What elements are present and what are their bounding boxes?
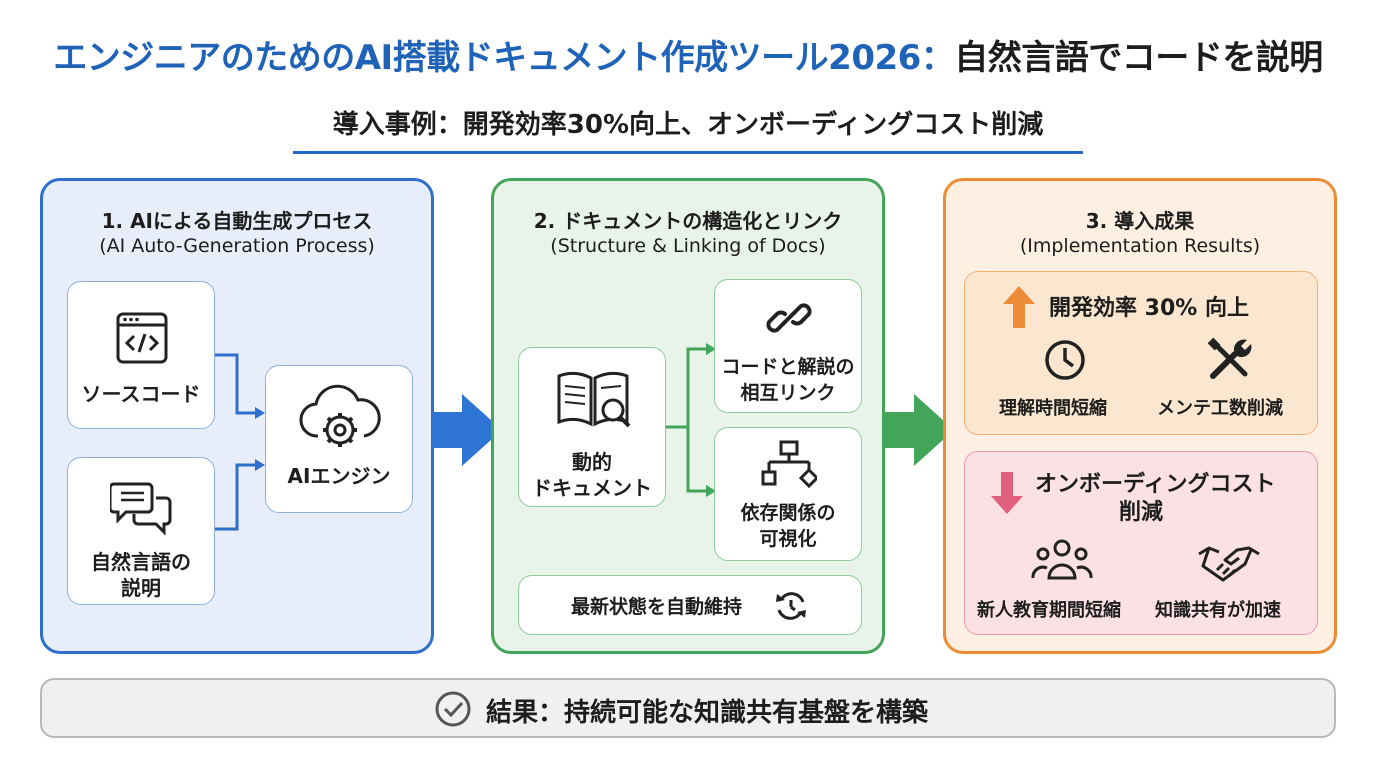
handshake-icon xyxy=(1198,546,1260,582)
title-part-main: エンジニアのためのAI搭載ドキュメント作成ツール2026： xyxy=(53,38,955,78)
cross-link-card: コードと解説の 相互リンク xyxy=(714,279,862,413)
check-circle-icon xyxy=(435,691,471,727)
result-text: 結果：持続可能な知識共有基盤を構築 xyxy=(486,698,929,728)
nl-label-line1: 自然言語の xyxy=(91,550,191,574)
dependency-line2: 可視化 xyxy=(759,528,817,550)
tools-icon xyxy=(1207,337,1252,379)
dependency-line1: 依存関係の xyxy=(740,502,836,524)
connector-lines-2 xyxy=(666,343,716,497)
flowchart-icon xyxy=(761,440,817,489)
onboarding-line2: 削減 xyxy=(1118,500,1163,525)
panel2-heading-en: (Structure & Linking of Docs) xyxy=(550,235,826,257)
panel3-heading-en: (Implementation Results) xyxy=(1019,235,1261,257)
chat-bubbles-icon xyxy=(110,482,172,536)
dynamic-document-card: 動的 ドキュメント xyxy=(518,347,666,507)
efficiency-card: 開発効率 30% 向上 理解時間短縮 メンテ工数削減 xyxy=(964,271,1318,435)
sharing-label: 知識共有が加速 xyxy=(1155,600,1281,621)
down-arrow-icon xyxy=(991,472,1023,514)
panel1-heading: 1. AIによる自動生成プロセス xyxy=(101,209,373,233)
sync-icon xyxy=(776,592,806,620)
dynamic-label-line2: ドキュメント xyxy=(532,476,652,500)
people-group-icon xyxy=(1031,539,1093,580)
ai-engine-label: AIエンジン xyxy=(287,464,391,488)
panel-structure-linking: 2. ドキュメントの構造化とリンク (Structure & Linking o… xyxy=(491,178,885,654)
ai-engine-card: AIエンジン xyxy=(265,365,413,513)
panel1-heading-en: (AI Auto-Generation Process) xyxy=(99,235,375,257)
auto-maintain-label: 最新状態を自動維持 xyxy=(571,596,743,618)
source-code-card: ソースコード xyxy=(67,281,215,429)
panel3-heading: 3. 導入成果 xyxy=(1085,209,1195,233)
cross-link-line2: 相互リンク xyxy=(740,382,836,404)
flow-arrow-2 xyxy=(884,394,954,466)
panel-results: 3. 導入成果 (Implementation Results) 開発効率 30… xyxy=(943,178,1337,654)
natural-language-card: 自然言語の 説明 xyxy=(67,457,215,605)
source-code-label: ソースコード xyxy=(81,382,201,406)
flow-arrow-1 xyxy=(432,394,502,466)
title-part-sub: 自然言語でコードを説明 xyxy=(954,38,1323,78)
cloud-gear-icon xyxy=(299,384,381,447)
auto-maintain-card: 最新状態を自動維持 xyxy=(518,575,862,635)
maintenance-label: メンテ工数削減 xyxy=(1157,398,1283,419)
dependency-card: 依存関係の 可視化 xyxy=(714,427,862,561)
panel-auto-generation: 1. AIによる自動生成プロセス (AI Auto-Generation Pro… xyxy=(40,178,434,654)
clock-icon xyxy=(1045,340,1085,380)
result-banner: 結果：持続可能な知識共有基盤を構築 xyxy=(40,678,1336,738)
page-title: エンジニアのためのAI搭載ドキュメント作成ツール2026：自然言語でコードを説明 xyxy=(0,30,1376,79)
onboarding-card: オンボーディングコスト 削減 新人教育期間短縮 知識共有が加速 xyxy=(964,451,1318,635)
subtitle: 導入事例：開発効率30%向上、オンボーディングコスト削減 xyxy=(293,104,1083,154)
training-label: 新人教育期間短縮 xyxy=(977,600,1121,621)
understand-label: 理解時間短縮 xyxy=(999,398,1107,419)
cross-link-line1: コードと解説の xyxy=(721,356,855,378)
link-icon xyxy=(766,303,812,333)
nl-label-line2: 説明 xyxy=(121,576,161,600)
code-window-icon xyxy=(116,312,168,364)
panel2-heading: 2. ドキュメントの構造化とリンク xyxy=(533,209,843,233)
connector-lines-1 xyxy=(215,353,265,531)
dynamic-label-line1: 動的 xyxy=(572,450,612,474)
efficiency-label: 開発効率 30% 向上 xyxy=(1049,296,1249,321)
onboarding-line1: オンボーディングコスト xyxy=(1035,472,1276,497)
book-search-icon xyxy=(557,371,631,428)
up-arrow-icon xyxy=(1003,286,1035,328)
